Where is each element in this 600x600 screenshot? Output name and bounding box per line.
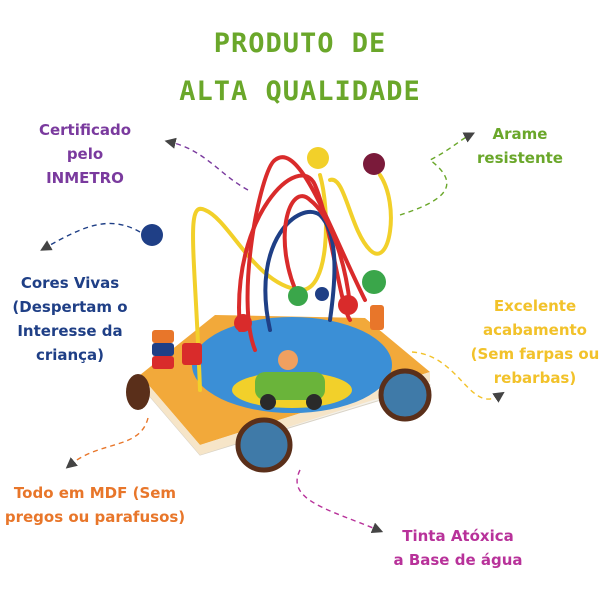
- arrow-tinta: [296, 469, 384, 534]
- label-arame-line1: Arame: [492, 125, 548, 143]
- wooden-bead-maze-toy: [126, 147, 432, 473]
- label-mdf-line2: pregos ou parafusos): [4, 508, 186, 526]
- arrow-arame: [399, 132, 476, 216]
- label-cores-line3: Interesse da: [17, 322, 123, 340]
- label-cores-vivas: Cores Vivas (Despertam o Interesse da cr…: [4, 271, 136, 367]
- label-acabamento-line1: Excelente: [493, 297, 577, 315]
- label-acabamento-line4: rebarbas): [493, 369, 577, 387]
- arrows: [40, 132, 505, 534]
- headline-line2: ALTA QUALIDADE: [179, 76, 421, 107]
- arrow-acabamento: [411, 351, 505, 403]
- label-arame-line2: resistente: [477, 149, 563, 167]
- headline-line1: PRODUTO DE: [213, 28, 387, 59]
- arrow-mdf: [65, 417, 149, 469]
- label-arame: Arame resistente: [470, 122, 570, 170]
- label-cores-line4: criança): [35, 346, 105, 364]
- arrow-certificado: [164, 137, 249, 191]
- arrow-cores: [40, 222, 141, 251]
- label-acabamento-line3: (Sem farpas ou: [470, 345, 600, 363]
- label-acabamento: Excelente acabamento (Sem farpas ou reba…: [470, 294, 600, 390]
- label-tinta-line2: a Base de água: [393, 551, 523, 569]
- label-cores-line2: (Despertam o: [12, 298, 128, 316]
- label-certificado-line2: pelo INMETRO: [46, 145, 124, 187]
- label-acabamento-line2: acabamento: [483, 321, 587, 339]
- label-certificado: Certificado pelo INMETRO: [30, 118, 140, 190]
- label-mdf-line1: Todo em MDF (Sem: [13, 484, 177, 502]
- label-mdf: Todo em MDF (Sem pregos ou parafusos): [0, 481, 190, 529]
- label-tinta-line1: Tinta Atóxica: [402, 527, 514, 545]
- label-certificado-line1: Certificado: [38, 121, 132, 139]
- label-cores-line1: Cores Vivas: [20, 274, 120, 292]
- label-tinta: Tinta Atóxica a Base de água: [383, 524, 533, 572]
